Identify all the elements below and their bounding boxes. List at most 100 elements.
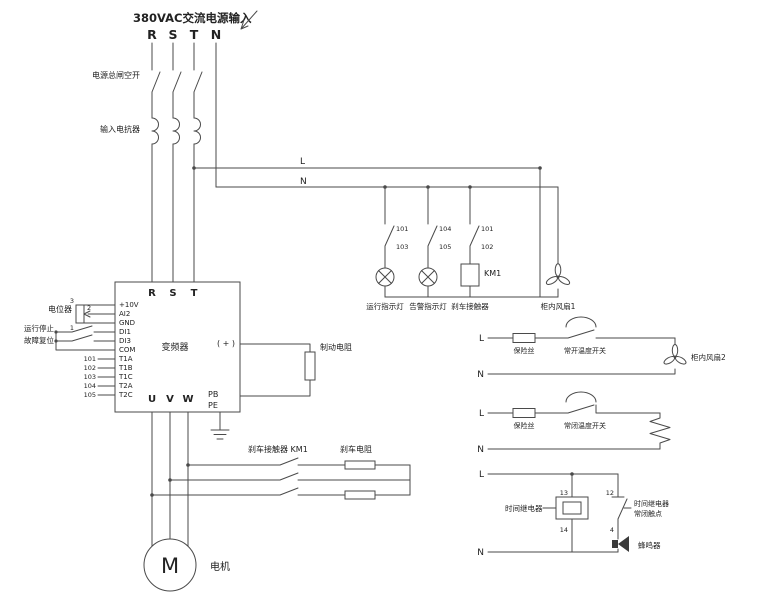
inverter-terminal-pe: PE	[208, 401, 218, 410]
alarm-lamp-icon	[418, 267, 438, 287]
temp-switch-nc-label: 常闭温度开关	[564, 421, 606, 430]
motor-label: 电机	[210, 560, 230, 573]
junction-dot	[54, 330, 58, 334]
branch-wires	[384, 186, 395, 298]
brake-contactor-km1-label: 刹车接触器 KM1	[248, 444, 308, 454]
potentiometer-icon	[75, 304, 85, 324]
fuse-icon	[512, 333, 536, 343]
potentiometer: 电位器 3 2 1	[48, 297, 116, 332]
switch-wires	[55, 325, 116, 351]
stub-wires	[97, 358, 116, 396]
pe-ground	[210, 411, 230, 440]
buzzer-label: 蜂鸣器	[638, 540, 661, 550]
inverter: R S T +10V AI2 GND DI1 DI3 COM T1A T1B T…	[114, 281, 241, 413]
cabinet-fan1-branch: 柜内风扇1	[541, 186, 576, 311]
wire-number: 101	[396, 225, 408, 233]
phase-label-r: R	[147, 27, 157, 42]
inverter-terminal-t: T	[191, 288, 198, 299]
brake-resistor-icon	[344, 490, 376, 500]
heater-circuit: L 保险丝 常闭温度开关 N	[477, 391, 671, 455]
inverter-terminal: GND	[119, 319, 135, 327]
temp-switch-no-label: 常开温度开关	[564, 346, 606, 355]
wire-number: 101	[84, 355, 96, 363]
brake-resistor-label: 刹车电阻	[340, 444, 372, 454]
breaker-label: 电源总闸空开	[92, 70, 140, 80]
reactor-label: 输入电抗器	[100, 124, 140, 134]
brake-resistor-icon	[344, 460, 376, 470]
time-relay-label: 时间继电器	[505, 503, 543, 513]
junction-dot	[538, 166, 542, 170]
brake-branch-3	[151, 487, 411, 496]
inverter-terminal: DI3	[119, 337, 131, 345]
brake-branch-1	[187, 457, 411, 466]
alarm-lamp-branch: 104 105 告警指示灯	[409, 186, 451, 311]
braking-resistor-circuit: 制动电阻	[239, 342, 352, 397]
fuse-label: 保险丝	[514, 421, 535, 430]
km1-coil-icon	[460, 263, 480, 287]
braking-resistor-wires	[239, 343, 311, 397]
power-title: 380VAC交流电源输入	[133, 11, 252, 25]
wire-number: 105	[84, 391, 96, 399]
power-arrow-icon	[240, 10, 258, 30]
inverter-dc-plus: ( + )	[217, 339, 235, 348]
io-wire-numbers: 101 102 103 104 105	[84, 355, 116, 399]
braking-resistor-label: 制动电阻	[320, 342, 352, 352]
wire-number: 104	[84, 382, 96, 390]
control-switches: 运行停止 故障复位	[24, 323, 116, 351]
wire-number: 105	[439, 243, 451, 251]
run-lamp-branch: 101 103 运行指示灯	[366, 186, 408, 311]
ground-icon	[210, 411, 230, 440]
fan-icon	[663, 344, 687, 365]
inverter-terminal-s: S	[169, 288, 176, 299]
relay-terminal-4: 4	[610, 526, 614, 534]
relay-terminal-14: 14	[560, 526, 568, 534]
motor-section: M 电机	[143, 411, 230, 592]
junction-dot	[54, 339, 58, 343]
branch-wires	[469, 186, 480, 298]
inverter-terminal-v: V	[166, 394, 174, 405]
inverter-terminal-pb: PB	[208, 390, 218, 399]
fuse-label: 保险丝	[514, 346, 535, 355]
bus-l-label: L	[300, 157, 305, 167]
bus-n-label: N	[300, 177, 307, 187]
n-label: N	[477, 370, 484, 380]
inverter-terminal-r: R	[148, 288, 156, 299]
wire-number: 103	[84, 373, 96, 381]
pot-pin-1: 1	[70, 324, 74, 332]
control-bus: L N	[192, 157, 559, 298]
inverter-terminal: +10V	[119, 301, 139, 309]
braking-resistor-icon	[304, 351, 316, 381]
relay-terminal-12: 12	[606, 489, 614, 497]
l-label: L	[479, 334, 484, 344]
junction-dot	[192, 166, 196, 170]
potentiometer-wires	[83, 304, 116, 324]
nc-contact-label-line2: 常闭触点	[634, 509, 662, 518]
pot-pin-3: 3	[70, 297, 74, 305]
branch-wires	[427, 186, 438, 298]
inverter-terminal: T1C	[118, 373, 133, 381]
fan-icon	[545, 263, 571, 285]
time-relay-coil-icon	[562, 501, 582, 515]
inverter-name: 变频器	[161, 341, 188, 353]
brake-branch-2	[169, 472, 411, 481]
phase-label-n: N	[211, 27, 221, 42]
inverter-terminal: T2C	[118, 391, 133, 399]
cabinet-fan1-label: 柜内风扇1	[541, 301, 576, 311]
inverter-terminal: DI1	[119, 328, 131, 336]
input-reactor-icon	[151, 117, 201, 145]
bus-wires	[193, 167, 559, 298]
cabinet-fan2-circuit: L 保险丝 常开温度开关 N 柜内风扇2	[477, 316, 726, 380]
n-label: N	[477, 445, 484, 455]
n-label: N	[477, 548, 484, 558]
nc-contact-wires	[611, 473, 628, 553]
run-lamp-icon	[375, 267, 395, 287]
phase-wires	[151, 42, 217, 283]
km1-coil-label: KM1	[484, 269, 501, 278]
inverter-terminal: AI2	[119, 310, 130, 318]
l-label: L	[479, 470, 484, 480]
inverter-terminal: T1B	[118, 364, 133, 372]
motor-symbol: M	[161, 554, 179, 578]
wire-number: 102	[84, 364, 96, 372]
brake-unit: 刹车接触器 KM1 刹车电阻	[150, 444, 411, 500]
